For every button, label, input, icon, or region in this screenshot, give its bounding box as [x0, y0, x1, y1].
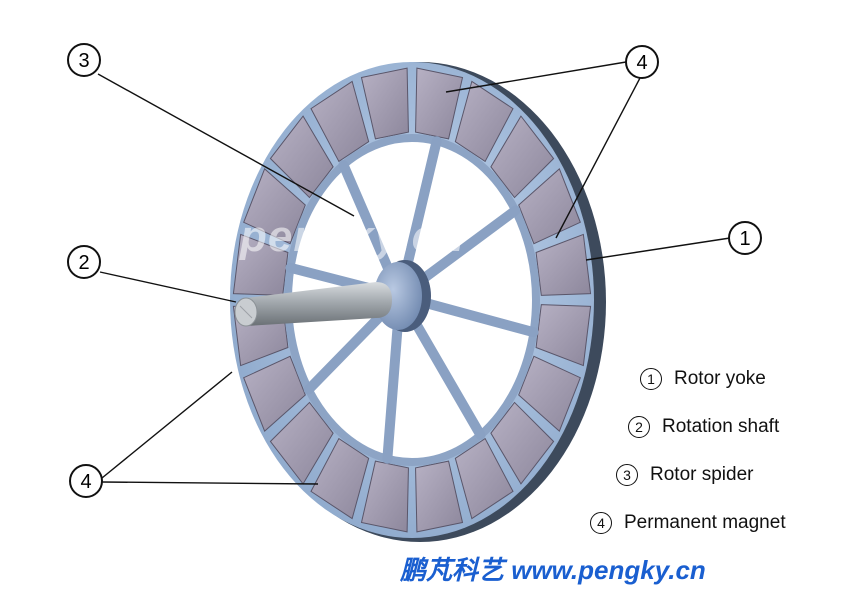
magnet-segment: [360, 67, 409, 140]
watermark: pengky.cn: [240, 212, 465, 261]
magnet-segment: [232, 233, 289, 296]
magnet-segment: [310, 437, 370, 520]
magnet-segment: [454, 80, 514, 163]
rotation-shaft: [246, 282, 392, 326]
magnet-segment: [535, 304, 592, 367]
legend-num-2: 2: [628, 416, 650, 438]
callout-4-bottom-label: 4: [80, 471, 91, 493]
legend-label-1: Rotor yoke: [674, 368, 766, 389]
legend-item-permanent-magnet: 4 Permanent magnet: [590, 512, 786, 534]
callout-4-top-label: 4: [636, 52, 647, 74]
legend-num-3: 3: [616, 464, 638, 486]
callout-3: 3: [67, 43, 101, 77]
magnet-segment: [415, 67, 464, 140]
leader-lines: [97, 61, 731, 485]
callout-1-label: 1: [739, 228, 750, 250]
shaft-keyway: [239, 305, 253, 319]
magnet-segment: [454, 437, 514, 520]
callout-4-bottom: 4: [69, 464, 103, 498]
magnet-segment: [490, 401, 555, 485]
magnet-segment: [360, 460, 409, 533]
magnet-segment: [490, 115, 555, 199]
leader-4-bottom-a: [101, 371, 233, 479]
magnet-segment: [535, 233, 592, 296]
magnet-segment: [269, 401, 334, 485]
footer-brand: 鹏芃科艺 www.pengky.cn: [400, 555, 706, 585]
legend-num-4: 4: [590, 512, 612, 534]
magnet-segment: [518, 355, 581, 433]
legend-label-4: Permanent magnet: [624, 512, 786, 533]
legend-item-rotation-shaft: 2 Rotation shaft: [628, 416, 779, 438]
legend-item-rotor-spider: 3 Rotor spider: [616, 464, 754, 486]
callout-1: 1: [728, 221, 762, 255]
legend-item-rotor-yoke: 1 Rotor yoke: [640, 368, 766, 390]
leader-2: [99, 271, 237, 303]
magnet-segment: [415, 460, 464, 533]
magnet-segment: [310, 80, 370, 163]
callout-4-top: 4: [625, 45, 659, 79]
callout-2: 2: [67, 245, 101, 279]
leader-3: [97, 73, 355, 217]
leader-1: [585, 237, 731, 261]
permanent-magnet-ring: [232, 67, 592, 533]
legend-label-3: Rotor spider: [650, 464, 754, 485]
leader-4-bottom-b: [101, 481, 319, 485]
magnet-segment: [243, 355, 306, 433]
legend-num-1: 1: [640, 368, 662, 390]
callout-2-label: 2: [78, 252, 89, 274]
callout-3-label: 3: [78, 50, 89, 72]
magnet-segment: [243, 167, 306, 245]
leader-4-top-b: [555, 77, 641, 239]
legend-label-2: Rotation shaft: [662, 416, 780, 437]
leader-4-top-a: [445, 61, 627, 93]
